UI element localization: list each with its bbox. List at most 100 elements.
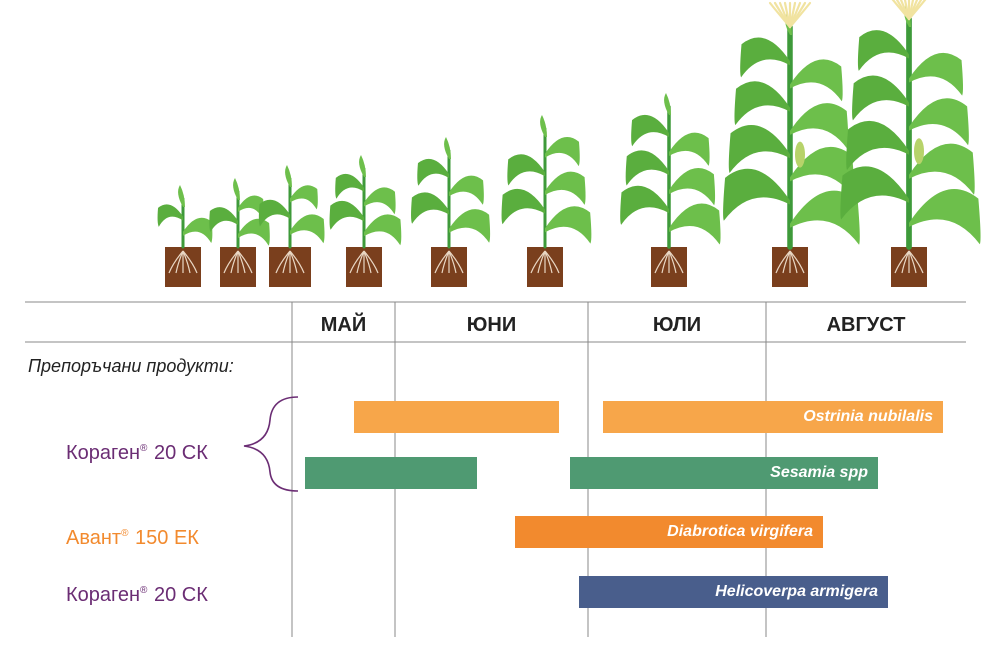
leaf xyxy=(669,132,710,166)
leaf xyxy=(620,185,669,225)
leaf xyxy=(157,204,183,227)
leaf xyxy=(740,37,790,78)
bar-ostrinia-first-generation xyxy=(354,401,559,433)
leaf xyxy=(545,136,580,167)
leaf xyxy=(507,154,545,186)
root xyxy=(441,250,450,274)
leaf xyxy=(669,203,721,245)
root xyxy=(275,250,291,274)
leaf xyxy=(329,200,364,230)
root xyxy=(237,250,253,274)
root xyxy=(775,250,791,274)
month-may: МАЙ xyxy=(320,314,367,336)
product-label-coragen-1: Кораген® 20 СК xyxy=(66,437,208,465)
root xyxy=(356,250,365,274)
leaf xyxy=(209,207,238,232)
leaf xyxy=(411,192,449,224)
leaf xyxy=(909,143,975,195)
root xyxy=(230,250,239,274)
root xyxy=(182,250,198,274)
leaf xyxy=(857,30,909,71)
registered-mark: ® xyxy=(140,585,148,596)
root xyxy=(544,250,553,274)
bar-helicoverpa: Helicoverpa armigera xyxy=(579,576,888,608)
root xyxy=(448,250,457,274)
leaf xyxy=(335,173,364,199)
root xyxy=(908,250,917,274)
bar-sesamia-second-generation: Sesamia spp xyxy=(570,457,878,489)
root xyxy=(894,250,910,274)
registered-mark: ® xyxy=(121,528,129,539)
product-label-avant: Авант® 150 ЕК xyxy=(66,522,199,550)
leaf xyxy=(501,188,545,225)
leaf xyxy=(238,218,270,246)
root xyxy=(282,250,291,274)
leaf xyxy=(290,214,325,244)
root xyxy=(168,250,184,274)
leaf xyxy=(359,155,366,177)
product-name: Авант xyxy=(66,527,122,549)
leaf xyxy=(178,185,185,207)
product-dose: 20 СК xyxy=(153,442,208,464)
product-dose: 150 ЕК xyxy=(135,527,199,549)
leaf xyxy=(734,81,790,126)
root xyxy=(182,250,191,274)
bar-sesamia-first-generation xyxy=(305,457,477,489)
leaf xyxy=(364,187,396,215)
leaf xyxy=(238,195,264,219)
root xyxy=(901,250,910,274)
product-label-coragen-2: Кораген® 20 СК xyxy=(66,579,208,607)
root xyxy=(530,250,546,274)
bar-ostrinia-second-generation: Ostrinia nubilalis xyxy=(603,401,943,433)
leaf xyxy=(258,199,290,227)
leaf xyxy=(852,75,909,121)
leaf xyxy=(846,120,909,170)
corn-ear xyxy=(914,138,924,165)
leaf xyxy=(417,158,449,186)
leaf xyxy=(625,150,669,186)
leaf xyxy=(631,114,669,147)
root xyxy=(289,250,298,274)
leaf xyxy=(790,146,855,197)
root xyxy=(289,250,305,274)
leaf xyxy=(909,52,964,96)
leaf xyxy=(728,125,790,173)
product-dose: 20 СК xyxy=(153,584,208,606)
leaf xyxy=(909,98,969,146)
root xyxy=(223,250,239,274)
bar-diabrotica: Diabrotica virgifera xyxy=(515,516,823,548)
root xyxy=(789,250,805,274)
tassel xyxy=(907,0,927,21)
leaf xyxy=(540,115,547,137)
leaf xyxy=(449,175,484,205)
tassel xyxy=(788,1,812,29)
root xyxy=(537,250,546,274)
root xyxy=(668,250,677,274)
leaf xyxy=(183,217,213,243)
leaf xyxy=(285,165,292,187)
product-name: Кораген xyxy=(66,584,141,606)
root xyxy=(661,250,670,274)
root xyxy=(668,250,684,274)
product-bracket xyxy=(243,396,299,492)
leaf xyxy=(909,189,981,245)
leaf xyxy=(840,166,909,220)
leaf xyxy=(790,59,843,102)
leaf xyxy=(233,178,240,200)
corn-growth-stages xyxy=(157,0,981,287)
product-name: Кораген xyxy=(66,442,141,464)
month-july: ЮЛИ xyxy=(652,314,702,336)
leaf xyxy=(444,137,451,159)
root xyxy=(363,250,379,274)
corn-ear xyxy=(795,141,805,168)
root xyxy=(349,250,365,274)
registered-mark: ® xyxy=(140,443,148,454)
leaf xyxy=(364,214,402,246)
root xyxy=(908,250,924,274)
leaf xyxy=(664,93,671,115)
leaf xyxy=(545,171,586,205)
month-august: АВГУСТ xyxy=(826,314,906,336)
leaf xyxy=(545,206,592,244)
